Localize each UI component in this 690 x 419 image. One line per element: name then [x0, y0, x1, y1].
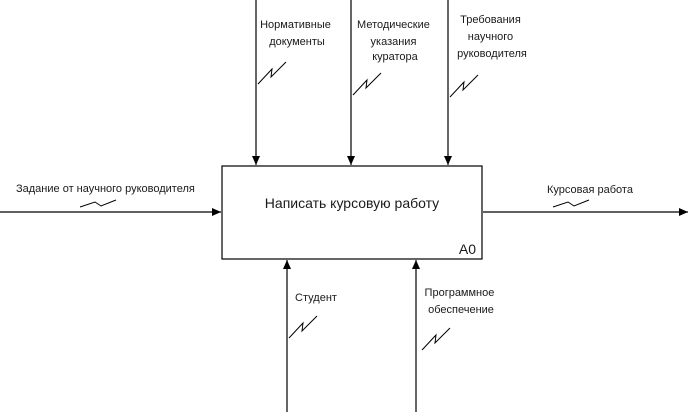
activity-code: A0 — [459, 241, 476, 257]
activity-box[interactable]: Написать курсовую работу A0 — [221, 165, 483, 260]
control-3-squiggle — [449, 74, 479, 98]
input-squiggle — [79, 199, 117, 208]
control-1-label: Нормативные документы — [260, 19, 334, 48]
output-arrow[interactable]: Курсовая работа — [483, 184, 688, 216]
mechanism-2-label: Программное обеспечение — [425, 287, 498, 316]
control-arrow-3[interactable]: Требования научного руководителя — [444, 0, 527, 165]
input-label: Задание от научного руководителя — [16, 183, 195, 195]
control-1-squiggle — [257, 61, 287, 85]
output-label: Курсовая работа — [547, 184, 634, 196]
activity-title: Написать курсовую работу — [265, 195, 439, 211]
mechanism-1-label: Студент — [295, 292, 337, 304]
control-2-label: Методические указания куратора — [357, 19, 433, 63]
output-squiggle — [552, 199, 590, 208]
control-arrow-1[interactable]: Нормативные документы — [252, 0, 334, 165]
mechanism-arrow-1[interactable]: Студент — [283, 260, 337, 412]
control-arrow-2[interactable]: Методические указания куратора — [347, 0, 433, 165]
mechanism-2-squiggle — [421, 327, 451, 351]
input-arrow[interactable]: Задание от научного руководителя — [0, 183, 221, 216]
mechanism-arrow-2[interactable]: Программное обеспечение — [412, 260, 498, 412]
control-2-squiggle — [352, 72, 382, 96]
control-3-label: Требования научного руководителя — [457, 14, 527, 60]
mechanism-1-squiggle — [288, 315, 318, 339]
